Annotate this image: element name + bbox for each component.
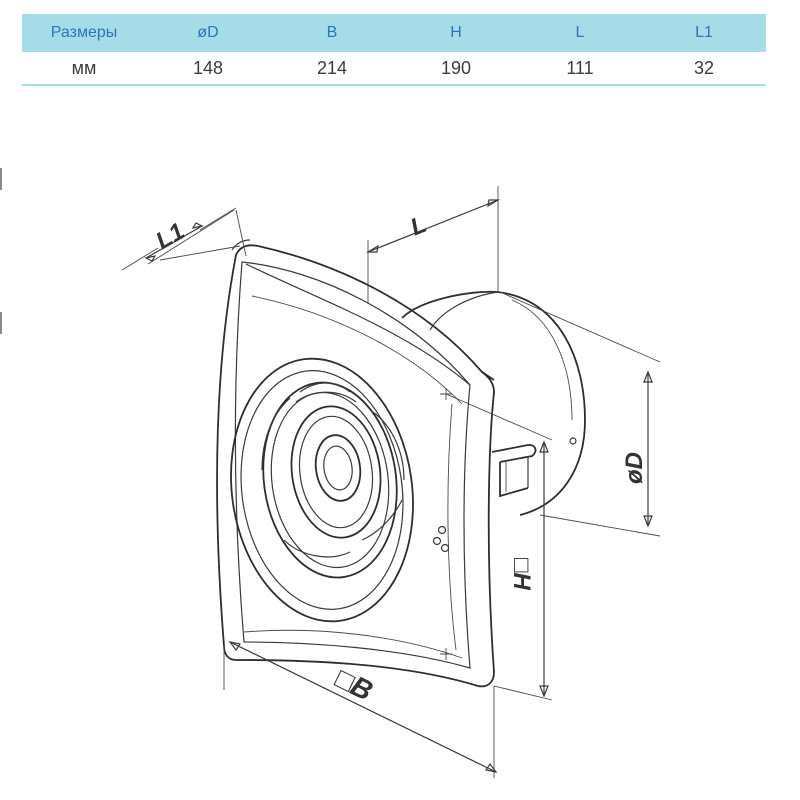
indicator-lights — [432, 525, 450, 553]
label-b: □B — [331, 662, 378, 706]
fan-grille — [230, 357, 414, 623]
dimension-b — [223, 641, 498, 778]
dimension-l1 — [121, 207, 247, 271]
value-cell-diameter: 148 — [146, 52, 270, 86]
table-header-row: Размеры øD B H L L1 — [22, 14, 766, 52]
value-cell-unit: мм — [22, 52, 146, 86]
dimension-d — [499, 291, 661, 537]
header-cell-b: B — [270, 14, 394, 52]
header-cell-diameter: øD — [146, 14, 270, 52]
header-cell-h: H — [394, 14, 518, 52]
header-cell-l1: L1 — [642, 14, 766, 52]
table-values-row: мм 148 214 190 111 32 — [22, 52, 766, 86]
value-cell-b: 214 — [270, 52, 394, 86]
label-l1: L1 — [151, 218, 189, 255]
value-cell-l1: 32 — [642, 52, 766, 86]
left-edge-mark-upper — [0, 168, 2, 190]
mounting-clip — [491, 444, 537, 498]
header-cell-sizes: Размеры — [22, 14, 146, 52]
dimensions-table: Размеры øD B H L L1 мм 148 214 190 111 3… — [22, 14, 766, 86]
value-cell-l: 111 — [518, 52, 642, 86]
label-d: øD — [621, 452, 648, 484]
header-cell-l: L — [518, 14, 642, 52]
label-h: □H — [508, 558, 535, 590]
value-cell-h: 190 — [394, 52, 518, 86]
dimension-l — [365, 186, 501, 304]
dimension-h — [445, 393, 553, 701]
left-edge-mark-lower — [0, 312, 2, 334]
label-l: L — [407, 211, 431, 242]
faceplate — [216, 239, 495, 688]
